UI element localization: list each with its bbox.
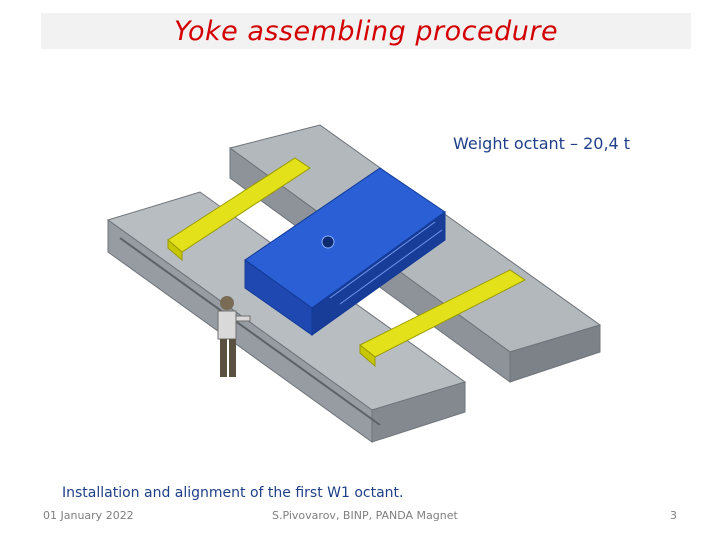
title-bar: Yoke assembling procedure xyxy=(41,13,691,49)
weight-label: Weight octant – 20,4 t xyxy=(453,134,631,153)
footer-date: 01 January 2022 xyxy=(43,509,134,522)
slide-title: Yoke assembling procedure xyxy=(173,16,559,47)
figure-caption: Installation and alignment of the first … xyxy=(62,485,404,501)
footer-author: S.Pivovarov, BINP, PANDA Magnet xyxy=(272,509,458,522)
yoke-assembly-illustration xyxy=(106,124,602,443)
octant-block xyxy=(244,167,446,336)
worker-figure xyxy=(217,296,251,377)
yellow-crossbeam-front xyxy=(359,269,526,368)
yellow-crossbeam-back xyxy=(167,157,311,262)
page-number: 3 xyxy=(670,509,677,522)
